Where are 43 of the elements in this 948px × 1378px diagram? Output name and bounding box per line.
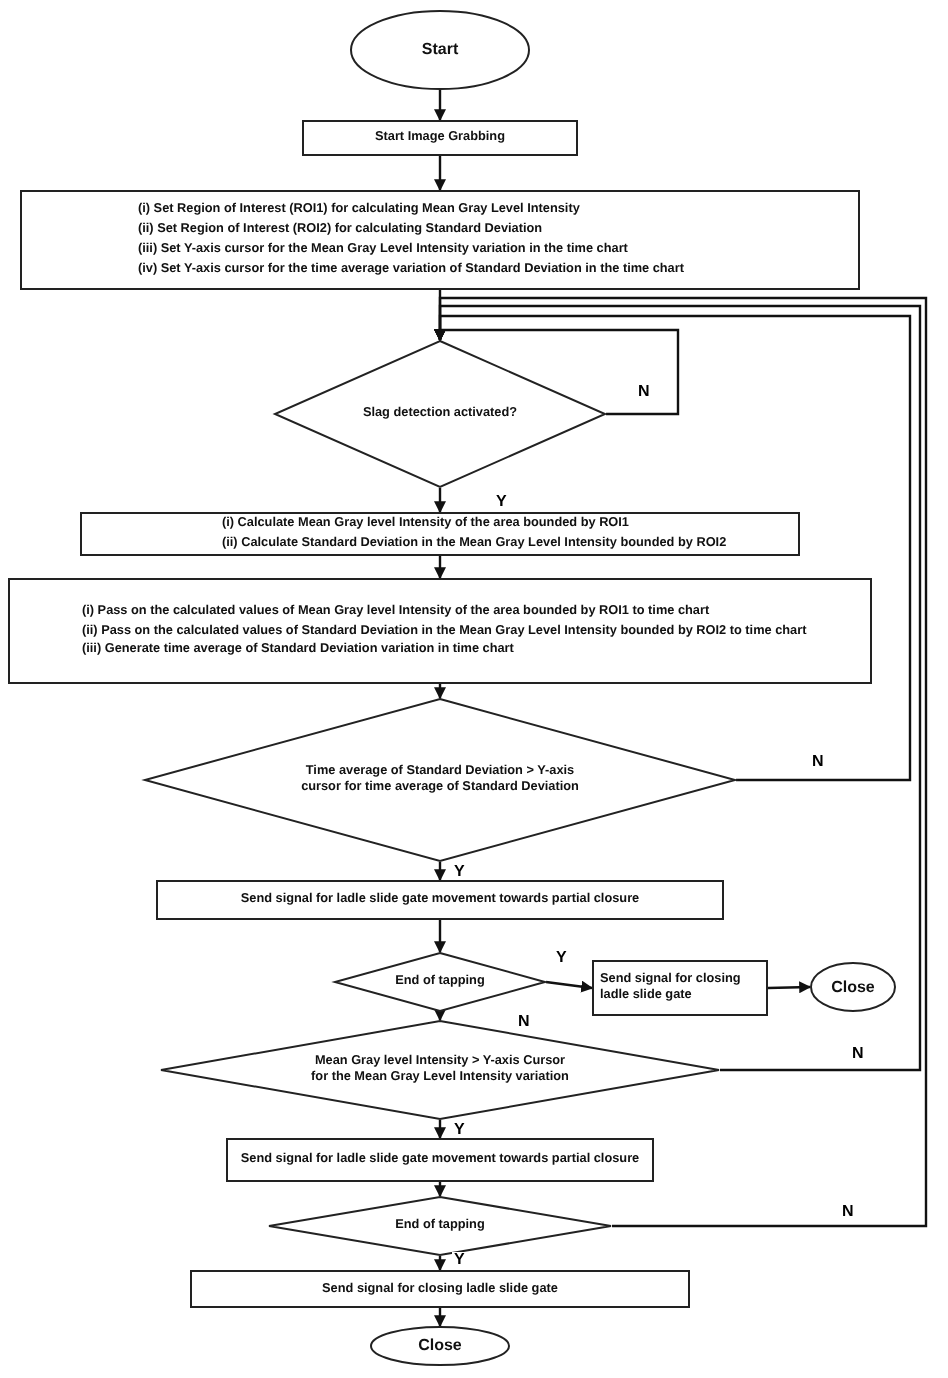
arrow <box>434 1182 446 1198</box>
arrow <box>434 156 446 192</box>
edge-label: N <box>840 1204 856 1220</box>
node-label: Close <box>831 977 875 997</box>
terminal-ellipse <box>810 962 896 1012</box>
process-box <box>80 512 800 556</box>
edge-label: Y <box>452 864 467 880</box>
arrow <box>434 90 446 122</box>
arrow <box>434 1120 446 1140</box>
decision-diamond <box>268 1196 612 1256</box>
edge-label: Y <box>494 494 509 510</box>
terminal-ellipse <box>370 1326 510 1366</box>
process-box <box>302 120 578 156</box>
arrow <box>434 862 446 882</box>
arrow <box>434 296 928 1228</box>
decision-diamond <box>274 340 606 488</box>
arrow <box>767 981 812 994</box>
decision-diamond <box>144 698 736 862</box>
edge-label: N <box>810 754 826 770</box>
arrow <box>434 684 446 700</box>
process-box <box>592 960 768 1016</box>
decision-diamond <box>334 952 546 1012</box>
arrow <box>434 1009 446 1022</box>
arrow <box>545 980 594 993</box>
process-box <box>226 1138 654 1182</box>
edge-label: N <box>636 384 652 400</box>
edge-label: Y <box>452 1252 467 1268</box>
edge-label: Y <box>554 950 569 966</box>
arrow <box>434 1308 446 1328</box>
process-box <box>190 1270 690 1308</box>
edge-label: N <box>516 1014 532 1030</box>
arrow <box>434 488 446 514</box>
arrow <box>434 920 446 954</box>
edge-label: N <box>850 1046 866 1062</box>
node-label: Start <box>421 40 459 60</box>
process-box <box>8 578 872 684</box>
process-box <box>156 880 724 920</box>
arrow <box>434 556 446 580</box>
process-box <box>20 190 860 290</box>
arrow <box>434 1256 446 1272</box>
edge-label: Y <box>452 1122 467 1138</box>
node-label: Close <box>418 1336 462 1356</box>
terminal-ellipse <box>350 10 530 90</box>
